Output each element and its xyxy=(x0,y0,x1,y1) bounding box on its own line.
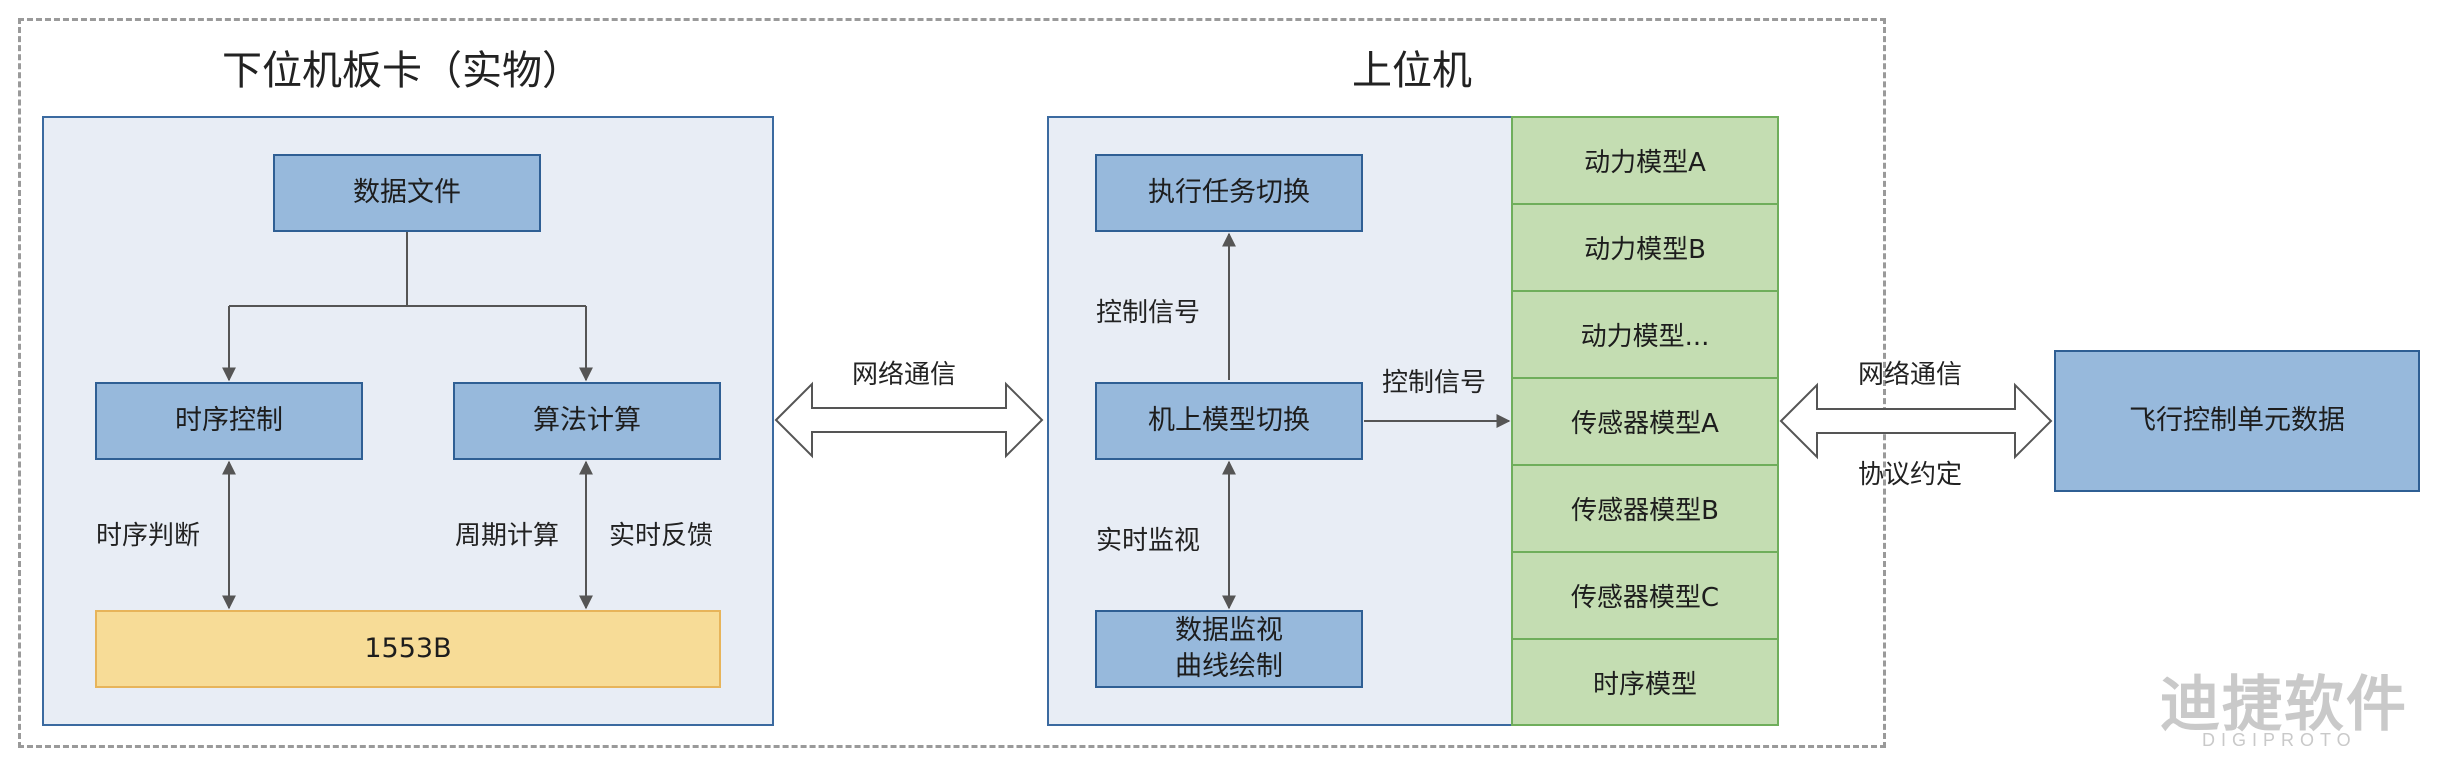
model-list: 动力模型A 动力模型B 动力模型... 传感器模型A 传感器模型B 传感器模型C… xyxy=(1511,116,1779,726)
label-network-left: 网络通信 xyxy=(852,360,957,390)
model-switch-box: 机上模型切换 xyxy=(1095,382,1363,460)
network-left-double-arrow xyxy=(774,381,1044,459)
label-realtime-monitor: 实时监视 xyxy=(1096,526,1201,556)
data-file-box: 数据文件 xyxy=(273,154,541,232)
data-monitor-line1: 数据监视 xyxy=(1175,614,1283,646)
label-protocol: 协议约定 xyxy=(1858,460,1963,490)
lower-board-title: 下位机板卡（实物） xyxy=(222,48,582,94)
data-monitor-line2: 曲线绘制 xyxy=(1175,651,1283,682)
algorithm-box: 算法计算 xyxy=(453,382,721,460)
timing-control-box: 时序控制 xyxy=(95,382,363,460)
splitter-lines xyxy=(222,232,593,382)
model-item: 传感器模型A xyxy=(1513,379,1777,466)
model-item: 动力模型A xyxy=(1513,118,1777,205)
model-item: 动力模型B xyxy=(1513,205,1777,292)
company-logo-en: DIGIPROTO xyxy=(2202,730,2357,750)
network-right-double-arrow xyxy=(1779,382,2053,460)
system-boundary xyxy=(18,18,1886,748)
label-network-right: 网络通信 xyxy=(1858,360,1963,390)
model-item: 时序模型 xyxy=(1592,669,1697,700)
company-logo: 迪捷软件 xyxy=(2160,670,2408,740)
upper-pc-title: 上位机 xyxy=(1352,48,1472,94)
model-item: 传感器模型B xyxy=(1513,466,1777,553)
model-item: 动力模型... xyxy=(1513,292,1777,379)
data-monitor-box: 数据监视 曲线绘制 xyxy=(1095,610,1363,688)
flight-control-unit-box: 飞行控制单元数据 xyxy=(2054,350,2420,492)
task-switch-box: 执行任务切换 xyxy=(1095,154,1363,232)
label-period-calc: 周期计算 xyxy=(455,521,560,551)
label-timing-judge: 时序判断 xyxy=(96,521,201,551)
model-item: 传感器模型C xyxy=(1513,553,1777,640)
label-realtime-feedback: 实时反馈 xyxy=(609,521,714,551)
label-control-signal-vertical: 控制信号 xyxy=(1096,298,1201,328)
bus-1553b-box: 1553B xyxy=(95,610,721,688)
label-control-signal-horizontal: 控制信号 xyxy=(1382,368,1487,398)
